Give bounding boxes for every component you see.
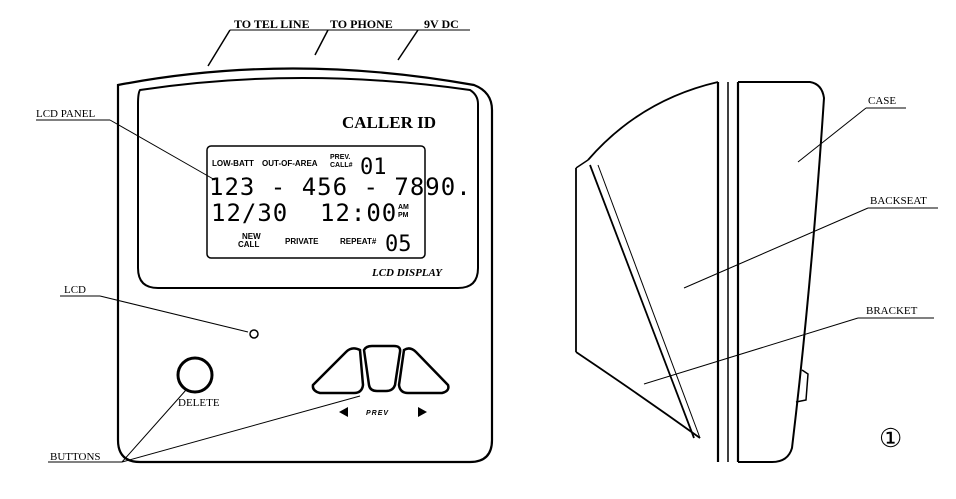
lcd-call-index: 01 — [360, 155, 387, 180]
lcd-low-batt: LOW-BATT — [212, 159, 254, 168]
label-backseat: BACKSEAT — [870, 195, 927, 207]
case-leader-diag — [797, 107, 867, 163]
tel-line-cable — [207, 29, 231, 67]
lcd-date: 12/30 — [211, 199, 288, 227]
lcd-repeat-count: 05 — [385, 232, 412, 257]
label-bracket: BRACKET — [866, 305, 918, 317]
prev-left-arrow-icon — [339, 407, 348, 417]
lcd-repeat: REPEAT# — [340, 237, 377, 246]
lcd-pm: PM — [398, 212, 409, 219]
lcd-new-2: CALL — [238, 240, 259, 249]
lcd-new-1: NEW — [242, 232, 261, 241]
bracket-arc — [587, 81, 719, 161]
case-outline — [738, 81, 826, 463]
side-view — [575, 81, 938, 463]
buttons-leader-arrows — [121, 395, 361, 463]
dc-cable — [397, 29, 419, 61]
buttons-leader-delete — [121, 389, 187, 463]
label-buttons: BUTTONS — [50, 451, 101, 463]
figure-number: ① — [879, 424, 902, 453]
center-button[interactable] — [362, 344, 402, 393]
phone-cable — [314, 29, 329, 56]
bracket-diagonal — [589, 164, 695, 439]
front-view: CALLER ID LCD DISPLAY LOW-BATT OUT-OF-AR… — [36, 29, 494, 464]
device-title: CALLER ID — [342, 113, 436, 132]
lcd-display-caption: LCD DISPLAY — [371, 267, 443, 279]
prev-caption: PREV — [366, 410, 389, 417]
prev-right-button[interactable] — [397, 347, 450, 395]
label-dc: 9V DC — [424, 17, 459, 31]
bracket-lower-arc — [575, 351, 701, 439]
label-lcd: LCD — [64, 284, 86, 296]
bracket-top-edge — [575, 159, 589, 169]
lcd-prev-label-1: PREV. — [330, 154, 350, 161]
bracket-leader-diag — [643, 317, 859, 385]
lcd-leader-diag — [99, 295, 249, 333]
display-window — [137, 77, 479, 289]
lcd-panel-leader-diag — [109, 119, 216, 181]
label-case: CASE — [868, 95, 896, 107]
delete-label: DELETE — [178, 397, 220, 409]
delete-button[interactable] — [176, 356, 214, 394]
lcd-phone-number: 123 - 456 - 7890. — [209, 173, 472, 201]
lcd-indicator-dot — [249, 329, 259, 339]
lcd-time: 12:00 — [320, 199, 397, 227]
device-outer-case — [116, 67, 494, 464]
lcd-screen — [206, 145, 426, 259]
lcd-am: AM — [398, 204, 409, 211]
prev-left-button[interactable] — [311, 347, 365, 395]
bracket-nub — [795, 369, 809, 403]
prev-right-arrow-icon — [418, 407, 427, 417]
bracket-diagonal-2 — [597, 164, 701, 439]
backseat-leader-diag — [683, 207, 869, 289]
lcd-prev-label-2: CALL# — [330, 162, 353, 169]
label-to-tel-line: TO TEL LINE — [234, 17, 310, 31]
lcd-out-of-area: OUT-OF-AREA — [262, 159, 318, 168]
lcd-private: PRIVATE — [285, 237, 319, 246]
label-lcd-panel: LCD PANEL — [36, 108, 95, 120]
label-to-phone: TO PHONE — [330, 17, 393, 31]
